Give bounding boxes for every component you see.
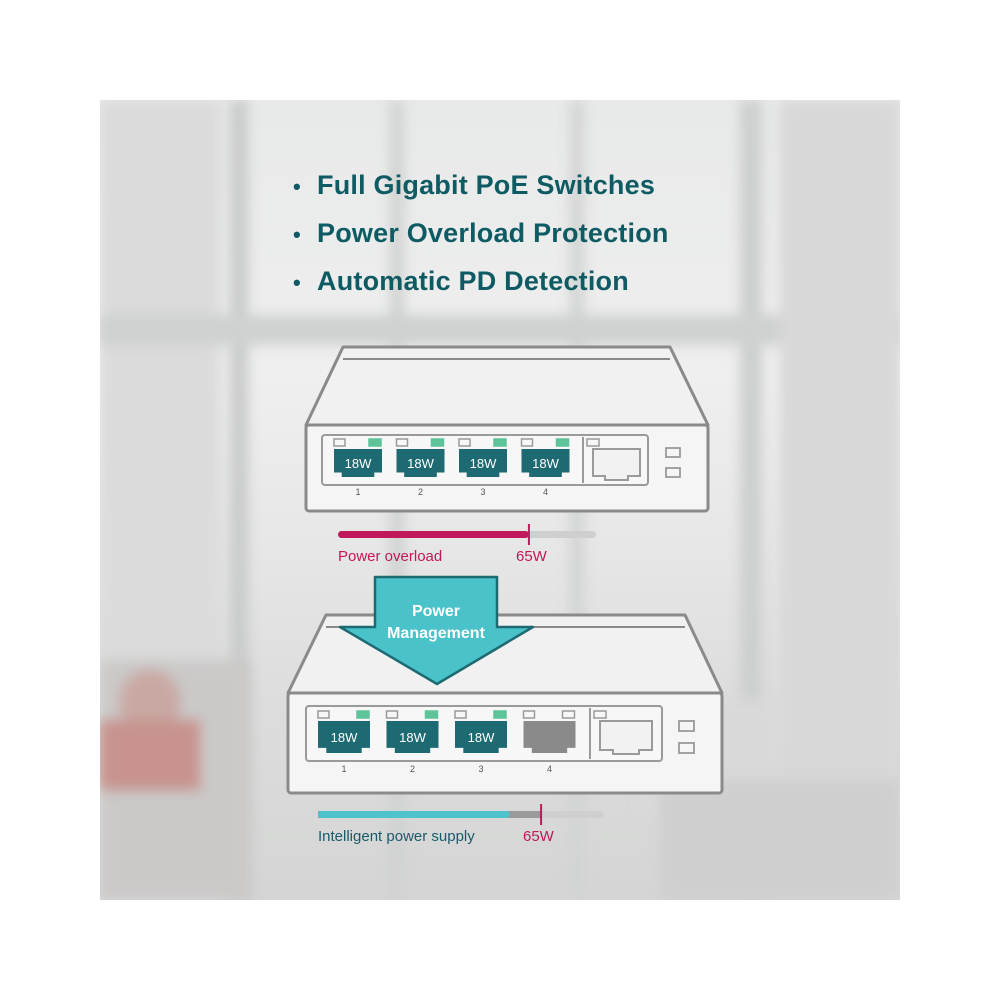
top-status-led <box>665 467 681 478</box>
port-link-led <box>454 710 467 719</box>
port-power-label: 18W <box>468 730 495 745</box>
bottom-status-led <box>678 720 695 732</box>
port-poe-led <box>430 438 445 447</box>
feature-text: Automatic PD Detection <box>317 266 629 296</box>
top-uplink-led <box>586 438 600 447</box>
top-port-2: 18W 2 <box>395 438 445 497</box>
port-poe-led <box>424 710 439 719</box>
feature-item: • Power Overload Protection <box>293 210 669 258</box>
port-power-label: 18W <box>345 456 372 471</box>
feature-item: • Full Gigabit PoE Switches <box>293 162 669 210</box>
port-poe-led <box>493 438 507 447</box>
port-poe-led <box>561 710 576 719</box>
bottom-uplink-port <box>599 720 653 755</box>
top-port-4: 18W 4 <box>520 438 570 497</box>
overload-bar-fill <box>338 531 529 538</box>
rj45-port-icon <box>521 449 570 477</box>
bottom-switch: 18W 1 18W 2 18W 3 4 <box>286 613 724 795</box>
overload-limit-label: 65W <box>516 548 547 565</box>
bottom-uplink-led <box>593 710 607 719</box>
port-number-label: 4 <box>543 487 548 497</box>
overload-label: Power overload <box>338 548 443 565</box>
port-power-label: 18W <box>470 456 497 471</box>
port-link-led <box>333 438 346 447</box>
supply-label: Intelligent power supply <box>318 828 475 845</box>
port-link-led <box>522 710 536 719</box>
arrow-label-line2: Management <box>387 625 485 642</box>
port-number-label: 2 <box>418 487 423 497</box>
rj45-port-icon <box>455 721 507 753</box>
top-status-led <box>665 447 681 458</box>
arrow-label: Power Management <box>380 601 492 645</box>
bottom-port-4: 4 <box>522 710 576 774</box>
feature-text: Full Gigabit PoE Switches <box>317 170 656 200</box>
port-number-label: 2 <box>410 764 415 774</box>
supply-limit-label: 65W <box>523 828 554 845</box>
port-number-label: 1 <box>355 487 360 497</box>
port-number-label: 3 <box>480 487 485 497</box>
port-poe-led <box>356 710 370 719</box>
port-link-led <box>458 438 471 447</box>
feature-item: • Automatic PD Detection <box>293 258 669 306</box>
rj45-port-icon <box>459 449 507 477</box>
port-link-led <box>395 438 409 447</box>
bottom-status-led <box>678 742 695 754</box>
top-port-3: 18W 3 <box>458 438 507 497</box>
arrow-label-line1: Power <box>411 603 460 620</box>
port-power-label: 18W <box>407 456 434 471</box>
top-uplink-port <box>592 448 641 481</box>
bottom-port-2: 18W 2 <box>385 710 439 774</box>
port-poe-led <box>555 438 570 447</box>
rj45-port-icon <box>318 721 370 753</box>
bullet-dot: • <box>293 270 301 295</box>
rj45-port-icon <box>396 449 445 477</box>
feature-text: Power Overload Protection <box>317 218 669 248</box>
port-power-label: 18W <box>331 730 358 745</box>
port-link-led <box>385 710 399 719</box>
power-management-arrow <box>338 575 535 686</box>
supply-bar-fill <box>318 811 510 818</box>
background-photo <box>100 100 900 900</box>
port-link-led <box>520 438 534 447</box>
rj45-port-icon <box>334 449 382 477</box>
port-number-label: 1 <box>341 764 346 774</box>
bottom-port-3: 18W 3 <box>454 710 507 774</box>
port-number-label: 3 <box>478 764 483 774</box>
top-switch: 18W 1 18W 2 18W 3 18W 4 <box>304 345 710 513</box>
feature-list: • Full Gigabit PoE Switches • Power Overlo… <box>293 162 669 306</box>
port-poe-led <box>493 710 507 719</box>
rj45-port-icon <box>386 721 439 753</box>
port-power-label: 18W <box>399 730 426 745</box>
port-link-led <box>317 710 330 719</box>
top-port-1: 18W 1 <box>333 438 382 497</box>
port-poe-led <box>368 438 382 447</box>
bullet-dot: • <box>293 222 301 247</box>
port-number-label: 4 <box>547 764 552 774</box>
bullet-dot: • <box>293 174 301 199</box>
bottom-port-1: 18W 1 <box>317 710 370 774</box>
rj45-port-icon <box>523 721 576 753</box>
port-power-label: 18W <box>532 456 559 471</box>
